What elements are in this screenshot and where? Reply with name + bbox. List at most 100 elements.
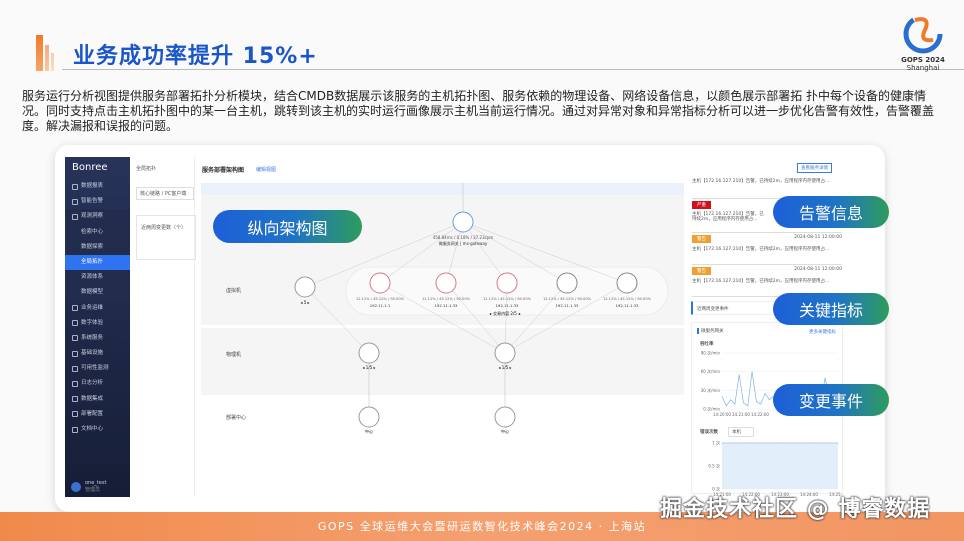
callout-topology: 纵向架构图 bbox=[213, 210, 362, 243]
vm-node-metrics: 12.12% / 45.12% / 90.00% bbox=[603, 297, 652, 301]
layer-label-physical: 物理机 bbox=[226, 352, 242, 358]
edge bbox=[379, 221, 464, 284]
slide-description: 服务运行分析视图提供服务部署拓扑分析模块，结合CMDB数据展示该服务的主机拓扑图… bbox=[22, 89, 935, 133]
edge bbox=[379, 282, 506, 354]
topology-title: 服务部署架构图 bbox=[202, 167, 245, 174]
sidebar-item[interactable]: 数据报表 bbox=[65, 179, 130, 194]
data-point bbox=[743, 402, 744, 404]
service-detail-panel: 查看服务详情 主机【172.16.127.210】告警，已持续2m，应用程序内存… bbox=[688, 157, 846, 497]
alert-text: 主机【172.16.127.210】告警，已持续2m，应用程序内存使用占... bbox=[692, 179, 830, 184]
alert-item[interactable]: 严重主机【172.16.127.210】告警，已持续2m，应用程序内存使用占..… bbox=[692, 201, 842, 233]
alert-text: 主机【172.16.127.210】告警，已持续2m，应用程序内存使用占... bbox=[692, 212, 764, 222]
y-tick-label: 60 次/min bbox=[701, 368, 721, 374]
alert-time: 2024-08-11 12:00:00 bbox=[794, 267, 842, 272]
edit-view-link[interactable]: 编辑视图 bbox=[256, 167, 277, 173]
alert-text: 主机【172.16.127.210】告警，已持续2m，应用程序内存使用占... bbox=[692, 247, 830, 252]
data-point bbox=[768, 399, 770, 400]
sidebar-item[interactable]: 部署配置 bbox=[65, 407, 130, 422]
menu-icon bbox=[72, 396, 78, 403]
y-tick-label: 0 次/min bbox=[703, 406, 720, 412]
sidebar-item[interactable]: 全局拓扑 bbox=[65, 254, 130, 271]
sidebar-item-label: 系统服务 bbox=[81, 334, 104, 341]
sidebar-item-label: 数据模型 bbox=[81, 289, 104, 296]
sidebar-item[interactable]: 业务运维 bbox=[65, 301, 130, 316]
physical-node bbox=[358, 342, 380, 364]
sidebar-item-label: 日志分析 bbox=[81, 380, 104, 387]
edge bbox=[445, 221, 464, 284]
x-tick-label: 14:20:00 bbox=[713, 412, 731, 417]
data-point bbox=[738, 374, 740, 376]
severity-badge: 严重 bbox=[692, 201, 711, 209]
throughput-title: 吞吐率 bbox=[700, 342, 714, 347]
sidebar-item[interactable]: 数据集成 bbox=[65, 392, 130, 407]
sidebar-item-label: 观测洞察 bbox=[81, 213, 104, 220]
vm-node-metrics: 12.12% / 45.12% / 90.00% bbox=[483, 297, 532, 301]
sidebar-item[interactable]: 观测洞察 bbox=[65, 209, 130, 225]
sidebar-item[interactable]: 数据模型 bbox=[65, 285, 130, 301]
data-point bbox=[779, 442, 781, 444]
vm-node bbox=[496, 272, 518, 294]
alert-item[interactable]: 主机【172.16.127.210】告警，已持续2m，应用程序内存使用占... bbox=[692, 175, 842, 199]
menu-icon bbox=[72, 198, 78, 205]
vm-node bbox=[369, 272, 391, 294]
title-divider bbox=[62, 69, 964, 70]
sidebar-item[interactable]: 检索中心 bbox=[65, 224, 130, 240]
slide-title: 业务成功率提升 15%+ bbox=[73, 44, 318, 69]
gateway-metrics: 458.84ms / 0.18% / 37.23cpm bbox=[433, 235, 494, 240]
sidebar-item-label: 全局拓扑 bbox=[81, 258, 104, 265]
series-area bbox=[722, 443, 838, 489]
datacenter-label: 中心 bbox=[365, 428, 373, 434]
sidebar-item[interactable]: 文档中心 bbox=[65, 422, 130, 437]
sidebar-item-label: 基础设施 bbox=[81, 350, 104, 357]
edge bbox=[304, 221, 464, 288]
edge bbox=[504, 282, 508, 354]
vm-node bbox=[435, 272, 457, 294]
data-point bbox=[751, 371, 753, 372]
physical-node bbox=[494, 342, 516, 364]
data-point bbox=[837, 442, 839, 444]
metrics-card-title: 微服务网关 bbox=[697, 328, 724, 334]
sidebar-item[interactable]: 日志分析 bbox=[65, 376, 130, 391]
gateway-name: 微服务网关 | ms-gateway bbox=[439, 240, 488, 246]
error-count-title: 错误次数 bbox=[700, 430, 718, 435]
breadcrumb[interactable]: 核心链路 / PC客户端 bbox=[136, 187, 194, 200]
gops-logo: GOPS 2024 Shanghai bbox=[898, 12, 948, 76]
sidebar-item[interactable]: 资源体系 bbox=[65, 270, 130, 286]
datacenter-label: 中心 bbox=[501, 428, 509, 434]
sidebar-item[interactable]: 数据探索 bbox=[65, 239, 130, 255]
sidebar-item-label: 部署配置 bbox=[81, 410, 104, 417]
vm-group-pager: ▸ 交易内容 2/5 ◂ bbox=[490, 310, 520, 316]
sidebar-item-label: 数据集成 bbox=[81, 395, 104, 402]
sidebar-item[interactable]: 系统服务 bbox=[65, 331, 130, 346]
datacenter-node bbox=[358, 406, 380, 428]
edge bbox=[462, 221, 568, 284]
view-service-detail-button[interactable]: 查看服务详情 bbox=[797, 163, 832, 173]
y-tick-label: 30 次/min bbox=[701, 387, 721, 393]
topology-list-panel: 全局拓扑 核心链路 / PC客户端 近两周变更数（个） bbox=[130, 157, 196, 497]
menu-icon bbox=[72, 183, 78, 190]
more-metrics-link[interactable]: 更多关键指标 bbox=[809, 330, 836, 335]
vm-node-ip: 192.11.1.1 bbox=[370, 303, 391, 308]
physical-pager: ◂ 1/5 ▸ bbox=[499, 365, 512, 370]
sidebar-item[interactable]: 可用性监测 bbox=[65, 361, 130, 376]
x-tick-label: 14:21:00 bbox=[732, 412, 750, 417]
logo-subtext: Shanghai bbox=[906, 64, 940, 72]
sidebar-item[interactable]: 智能告警 bbox=[65, 194, 130, 209]
sidebar-item-label: 检索中心 bbox=[81, 228, 104, 235]
app-sidebar: Bonree 数据报表智能告警观测洞察检索中心数据探索全局拓扑资源体系数据模型业… bbox=[65, 157, 130, 497]
severity-badge: 警告 bbox=[692, 267, 711, 275]
gateway-node bbox=[452, 211, 474, 233]
data-point bbox=[747, 405, 749, 407]
sidebar-item[interactable]: 基础设施 bbox=[65, 346, 130, 361]
menu-icon bbox=[72, 335, 78, 342]
menu-icon bbox=[72, 320, 78, 327]
severity-badge: 警告 bbox=[692, 235, 711, 243]
menu-icon bbox=[72, 305, 78, 312]
menu-icon bbox=[72, 381, 78, 388]
sidebar-item[interactable]: 数字体验 bbox=[65, 316, 130, 331]
error-scope-select[interactable]: 本机 bbox=[728, 427, 754, 437]
data-point bbox=[721, 442, 723, 444]
